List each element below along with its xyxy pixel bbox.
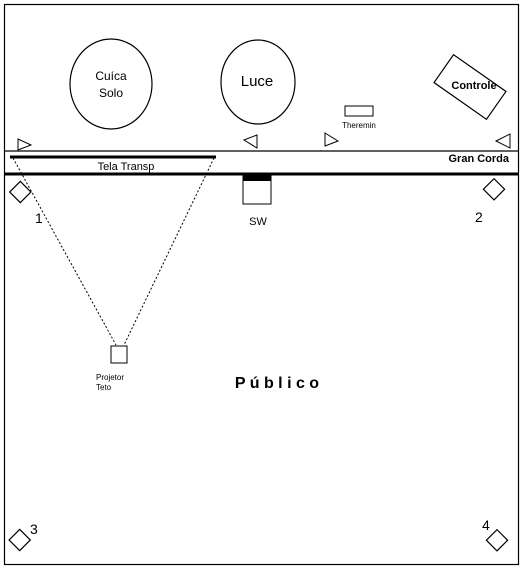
speaker-2-label: 2: [475, 209, 483, 225]
monitor-wedge-3: [324, 132, 340, 147]
luce-circle: [220, 39, 296, 125]
luce-label: Luce: [241, 73, 274, 90]
page-frame: [3, 3, 520, 566]
monitor-wedge-2: [242, 134, 258, 149]
teto-label: Teto: [96, 383, 112, 392]
speaker-4-label: 4: [482, 517, 490, 533]
gran-corda-label: Gran Corda: [448, 153, 509, 165]
cuica-label: Cuíca: [95, 69, 127, 83]
tela-transp-label: Tela Transp: [98, 161, 155, 173]
subwoofer-top-band: [243, 176, 271, 181]
monitor-wedge-1: [17, 138, 33, 151]
sw-label: SW: [249, 216, 267, 228]
projection-beam-left: [12, 157, 117, 346]
projection-beam-right: [123, 157, 215, 346]
theremin-box: [344, 105, 374, 117]
projetor-label: Projetor: [96, 373, 124, 382]
speaker-3: [8, 528, 32, 552]
cuica-solo-circle: [69, 38, 153, 130]
projetor-box: [110, 345, 128, 364]
publico-label: P ú b l i c o: [235, 375, 319, 392]
speaker-1: [8, 180, 32, 204]
controle-box: [433, 53, 507, 121]
speaker-3-label: 3: [30, 521, 38, 537]
speaker-2: [482, 177, 506, 201]
theremin-label: Theremin: [342, 121, 376, 130]
monitor-wedge-4: [494, 133, 511, 149]
controle-desk: [433, 53, 507, 121]
speaker-4: [485, 528, 509, 552]
solo-label: Solo: [99, 86, 123, 100]
controle-label: Controle: [451, 80, 496, 92]
speaker-1-label: 1: [35, 210, 43, 226]
